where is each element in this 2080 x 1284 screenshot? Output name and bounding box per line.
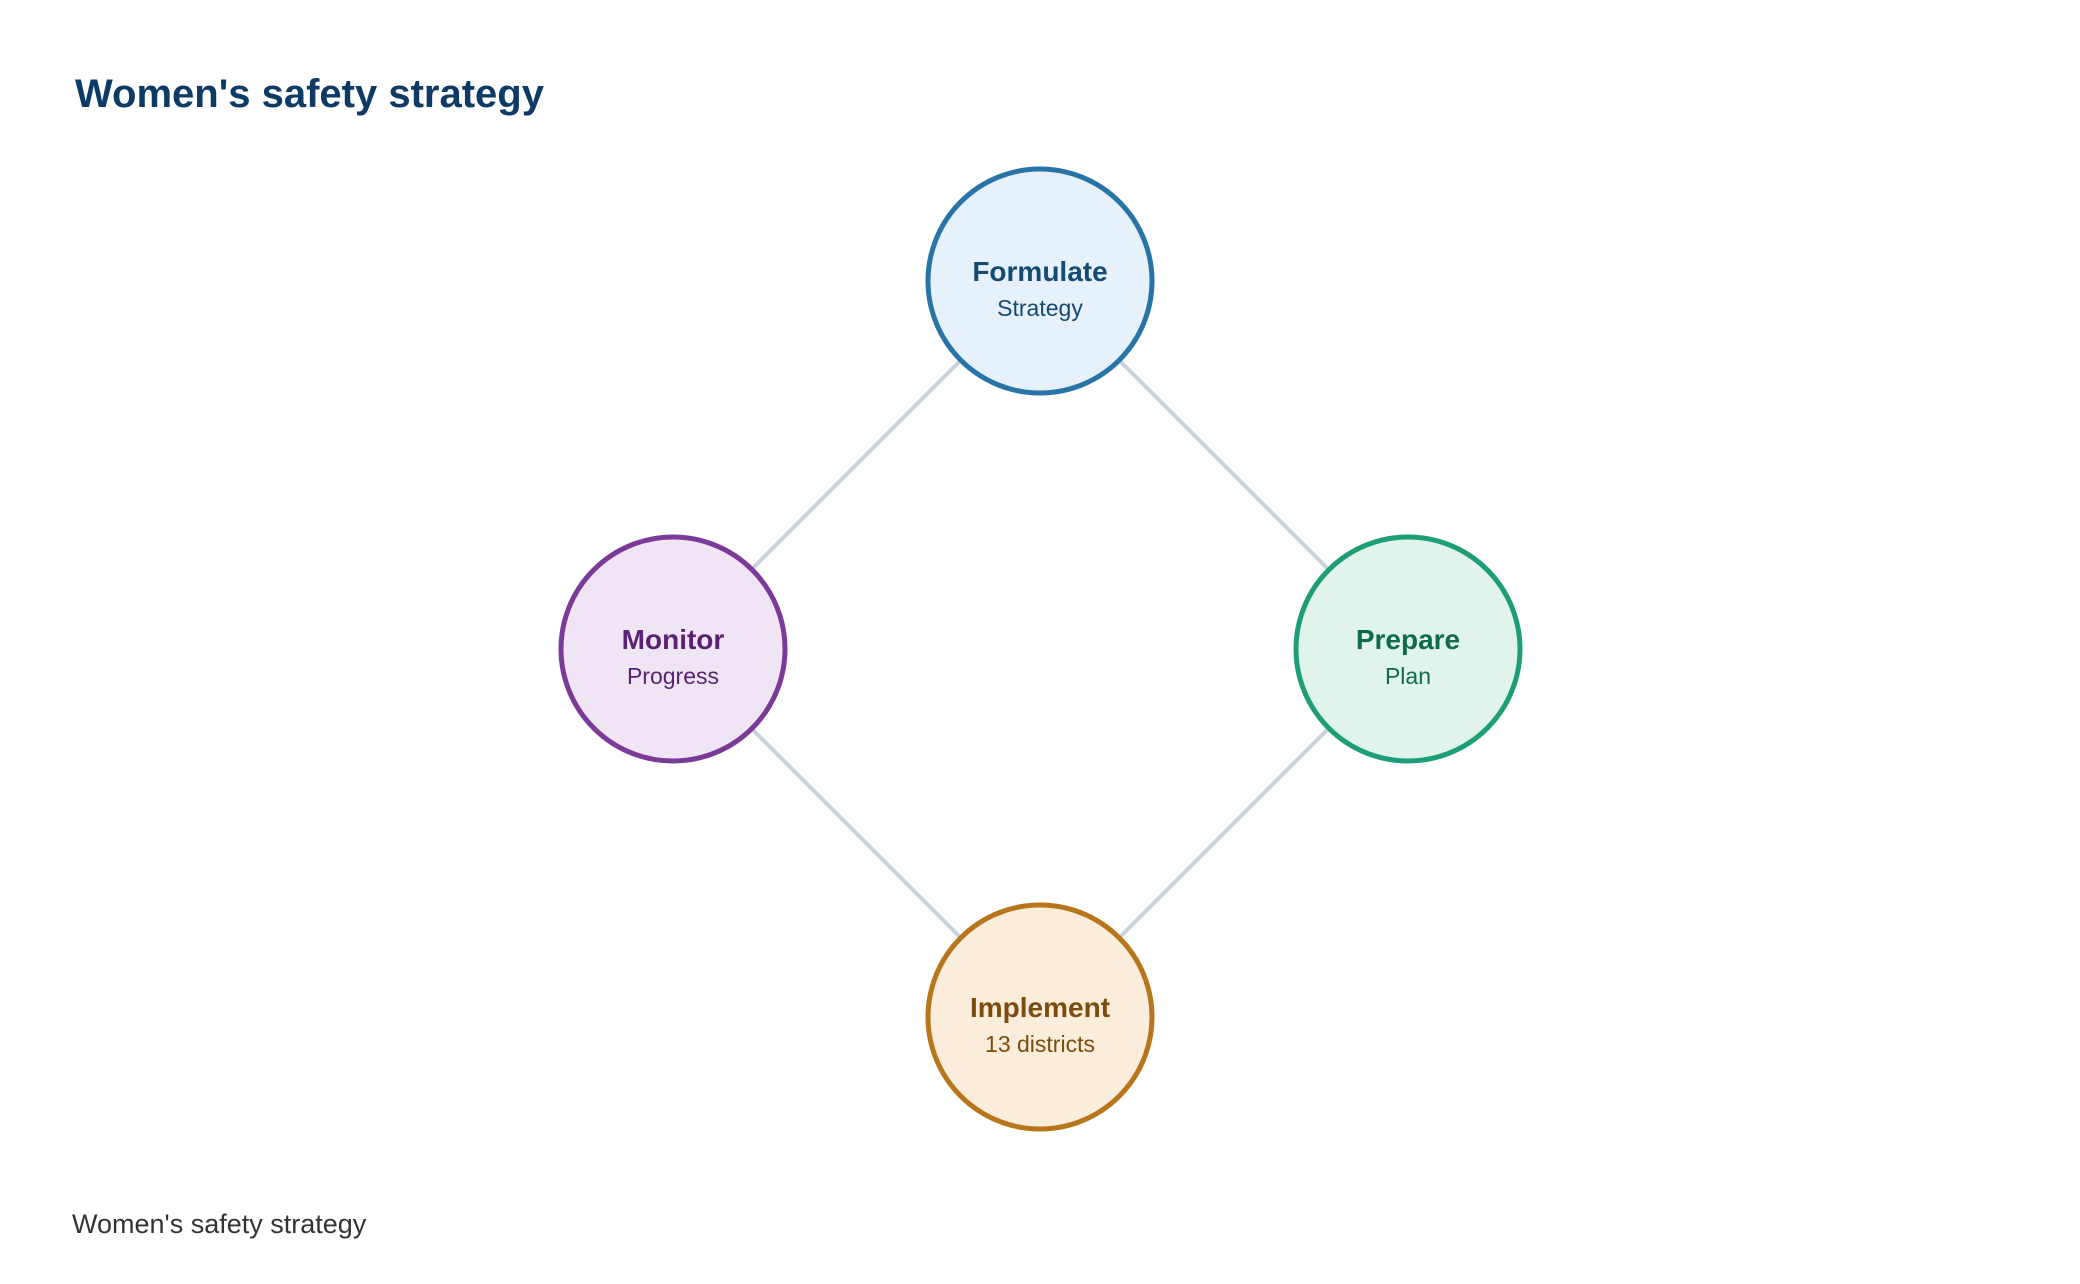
connector-implement-monitor [751, 728, 961, 938]
node-implement[interactable]: Implement 13 districts [925, 902, 1155, 1132]
node-prepare-sublabel: Plan [1385, 663, 1431, 689]
node-implement-circle [925, 902, 1155, 1132]
node-prepare-circle [1293, 534, 1523, 764]
connector-prepare-implement [1119, 728, 1329, 938]
connectors [751, 360, 1329, 938]
footer-caption: Women's safety strategy [72, 1209, 367, 1239]
node-monitor-label: Monitor [622, 624, 725, 655]
node-monitor-circle [558, 534, 788, 764]
node-monitor[interactable]: Monitor Progress [558, 534, 788, 764]
node-formulate-circle [925, 166, 1155, 396]
node-formulate-label: Formulate [972, 256, 1107, 287]
connector-formulate-prepare [1119, 360, 1329, 570]
node-implement-label: Implement [970, 992, 1110, 1023]
node-formulate[interactable]: Formulate Strategy [925, 166, 1155, 396]
node-formulate-sublabel: Strategy [997, 295, 1083, 321]
node-prepare-label: Prepare [1356, 624, 1460, 655]
node-prepare[interactable]: Prepare Plan [1293, 534, 1523, 764]
page-title: Women's safety strategy [75, 72, 544, 116]
node-monitor-sublabel: Progress [627, 663, 719, 689]
connector-monitor-formulate [751, 360, 961, 570]
node-implement-sublabel: 13 districts [985, 1031, 1095, 1057]
